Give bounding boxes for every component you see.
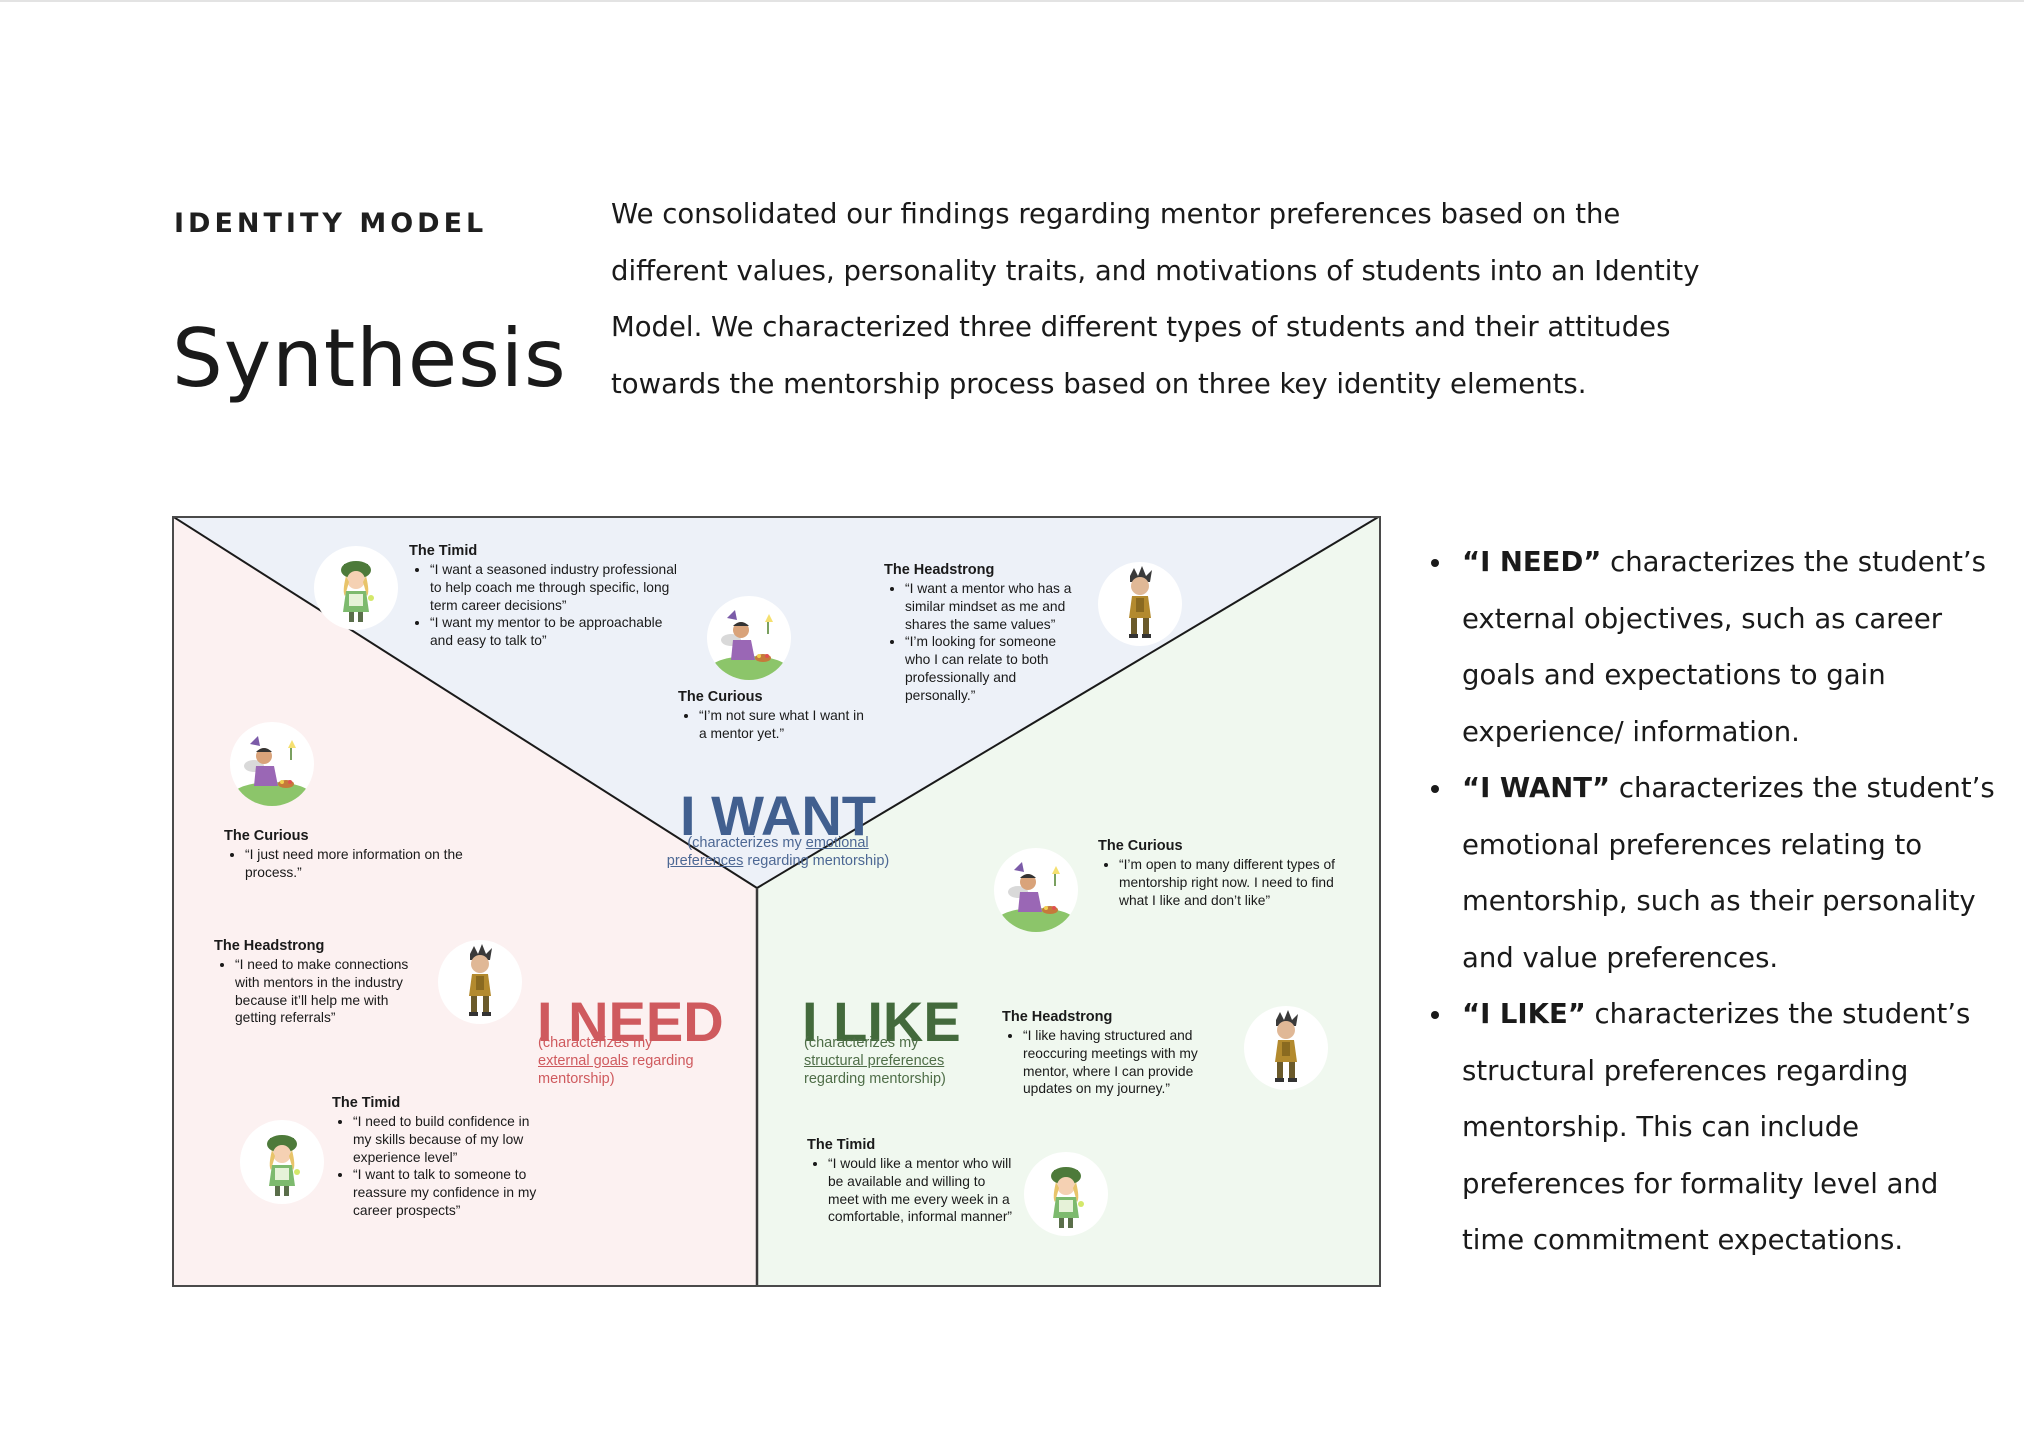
like-title: I LIKE [802,990,961,1053]
persona-name: The Headstrong [884,562,995,578]
quote-like-curious: The Curious “I’m open to many different … [1098,837,1348,909]
section-eyebrow: IDENTITY MODEL [174,208,488,239]
timid-avatar-icon [1024,1152,1108,1236]
definition-term: “I WANT” [1462,772,1611,804]
need-caption-pre: (characterizes my [538,1035,653,1051]
quote-want-timid: The Timid “I want a seasoned industry pr… [409,542,677,650]
quote-item: “I’m not sure what I want in a mentor ye… [699,707,868,743]
want-caption-link-1: emotional [805,835,869,851]
divider-right [756,516,1381,889]
want-region [172,516,1380,888]
want-title: I WANT [680,784,876,847]
quote-item: “I would like a mentor who will be avail… [828,1155,1017,1226]
timid-avatar-icon [314,546,398,630]
curious-avatar-icon [230,722,314,806]
quote-want-curious: The Curious “I’m not sure what I want in… [678,688,868,743]
intro-paragraph: We consolidated our findings regarding m… [611,198,1700,400]
quote-like-headstrong: The Headstrong “I like having structured… [1002,1008,1228,1098]
need-title: I NEED [537,990,724,1053]
definition-item: “I LIKE” characterizes the student’s str… [1454,986,2006,1269]
quote-want-headstrong: The Headstrong “I want a mentor who has … [884,561,1084,705]
persona-name: The Timid [409,543,478,559]
diagram-frame [172,516,1381,1287]
quote-item: “I want a mentor who has a similar minds… [905,580,1084,633]
definition-item: “I WANT” characterizes the student’s emo… [1454,760,2006,986]
definitions-list: “I NEED” characterizes the student’s ext… [1426,534,2006,1269]
headstrong-avatar-icon [1244,1006,1328,1090]
definition-term: “I NEED” [1462,546,1602,578]
quote-item: “I want a seasoned industry professional… [430,561,677,614]
like-caption-post: regarding mentorship) [804,1071,946,1087]
persona-name: The Curious [678,689,763,705]
need-caption-link: external goals [538,1053,629,1069]
like-caption-link: structural preferences [804,1053,945,1069]
want-caption-pre: (characterizes my [687,835,806,851]
persona-name: The Headstrong [214,938,325,954]
top-divider [0,0,2024,2]
quote-need-headstrong: The Headstrong “I need to make connectio… [214,937,432,1027]
want-caption: (characterizes my emotional preferences … [648,834,908,870]
definition-text: characterizes the student’s emotional pr… [1462,772,1995,974]
curious-avatar-icon [994,848,1078,932]
like-caption-pre: (characterizes my [804,1035,919,1051]
quote-item: “I need to build confidence in my skills… [353,1113,542,1166]
need-caption-post: mentorship) [538,1071,615,1087]
need-region [172,516,757,1286]
definition-text: characterizes the student’s external obj… [1462,546,1986,748]
quote-item: “I’m open to many different types of men… [1119,856,1348,909]
persona-name: The Timid [332,1095,401,1111]
need-caption-mid: regarding [628,1053,694,1069]
quote-item: “I just need more information on the pro… [245,846,484,882]
quote-need-timid: The Timid “I need to build confidence in… [332,1094,542,1220]
quote-need-curious: The Curious “I just need more informatio… [224,827,484,882]
timid-avatar-icon [240,1120,324,1204]
persona-name: The Curious [224,828,309,844]
persona-name: The Timid [807,1137,876,1153]
want-caption-link-2: preferences [666,853,744,869]
quote-item: “I want to talk to someone to reassure m… [353,1166,542,1219]
quote-like-timid: The Timid “I would like a mentor who wil… [807,1136,1017,1226]
persona-name: The Headstrong [1002,1009,1113,1025]
definition-text: characterizes the student’s structural p… [1462,998,1971,1256]
headstrong-avatar-icon [438,940,522,1024]
identity-model-diagram: I WANT (characterizes my emotional prefe… [172,516,1382,1288]
quote-item: “I want my mentor to be approachable and… [430,614,677,650]
divider-left [172,516,758,889]
headstrong-avatar-icon [1098,562,1182,646]
page-title: Synthesis [172,312,567,405]
like-caption: (characterizes my structural preferences… [804,1034,946,1088]
definition-item: “I NEED” characterizes the student’s ext… [1454,534,2006,760]
curious-avatar-icon [707,596,791,680]
quote-item: “I need to make connections with mentors… [235,956,432,1027]
definition-term: “I LIKE” [1462,998,1586,1030]
want-caption-post: regarding mentorship) [743,853,890,869]
persona-name: The Curious [1098,838,1183,854]
need-caption: (characterizes my external goals regardi… [538,1034,694,1088]
quote-item: “I’m looking for someone who I can relat… [905,633,1084,704]
quote-item: “I like having structured and reoccuring… [1023,1027,1228,1098]
